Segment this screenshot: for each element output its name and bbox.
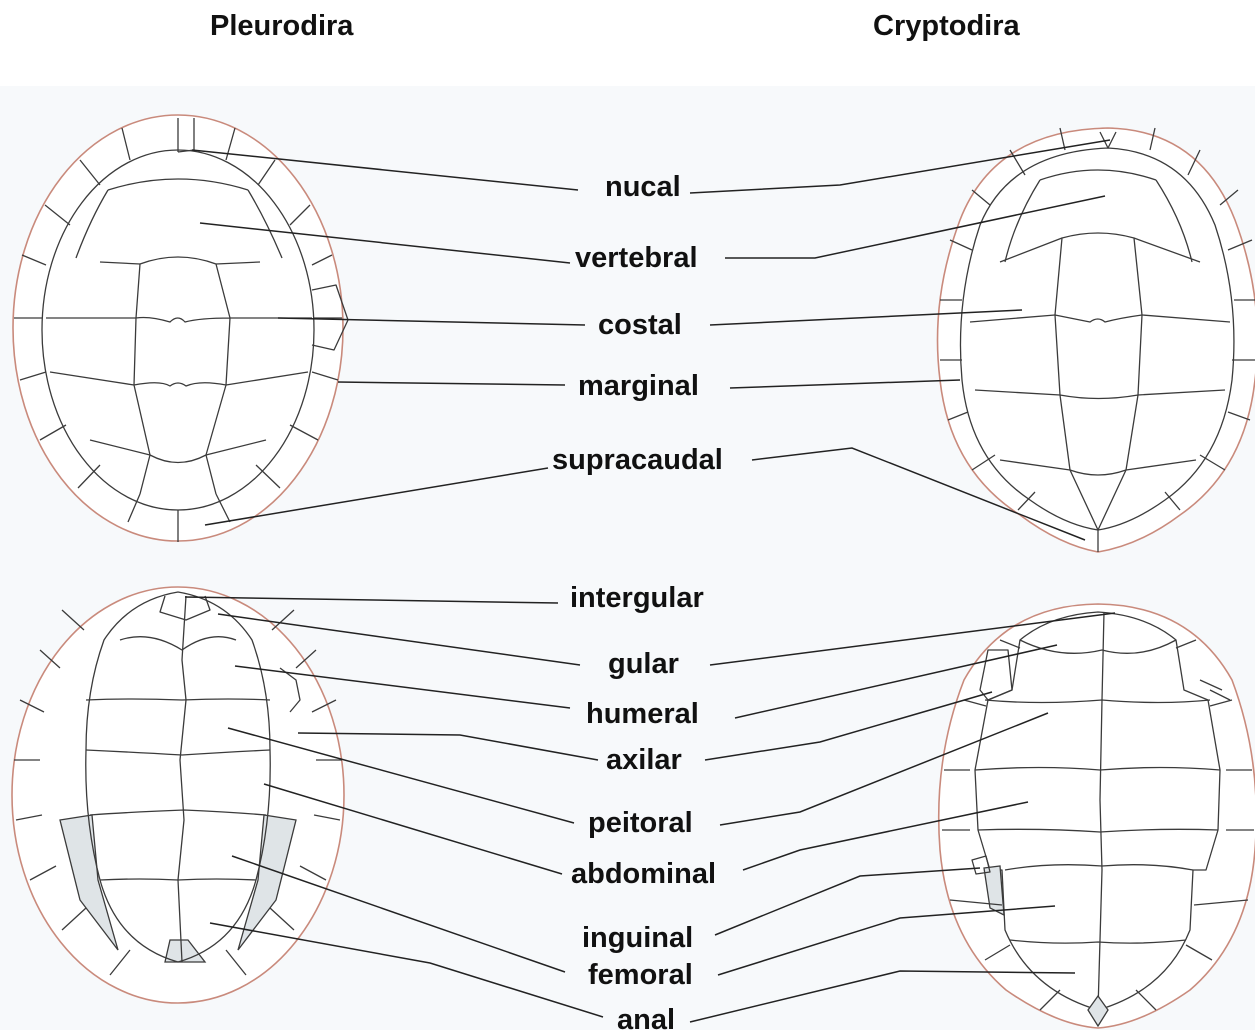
label-femoral: femoral (588, 959, 693, 991)
label-vertebral: vertebral (575, 242, 698, 274)
leader-inguinal-right (715, 868, 980, 935)
label-intergular: intergular (570, 582, 704, 614)
label-costal: costal (598, 309, 682, 341)
leader-marginal-right (730, 380, 960, 388)
label-supracaudal: supracaudal (552, 444, 723, 476)
label-abdominal: abdominal (571, 858, 716, 890)
label-inguinal: inguinal (582, 922, 693, 954)
label-gular: gular (608, 648, 679, 680)
label-peitoral: peitoral (588, 807, 693, 839)
label-nucal: nucal (605, 171, 681, 203)
leader-axilar-left (298, 733, 598, 760)
cryptodira-carapace (938, 128, 1255, 552)
pleurodira-plastron (12, 587, 344, 1003)
labels: nucal vertebral costal marginal supracau… (552, 171, 723, 1030)
label-humeral: humeral (586, 698, 699, 730)
cryptodira-plastron (939, 604, 1255, 1028)
label-marginal: marginal (578, 370, 699, 402)
label-anal: anal (617, 1004, 675, 1030)
pleurodira-carapace (13, 115, 348, 542)
label-axilar: axilar (606, 744, 682, 776)
leader-marginal-left (338, 382, 565, 385)
